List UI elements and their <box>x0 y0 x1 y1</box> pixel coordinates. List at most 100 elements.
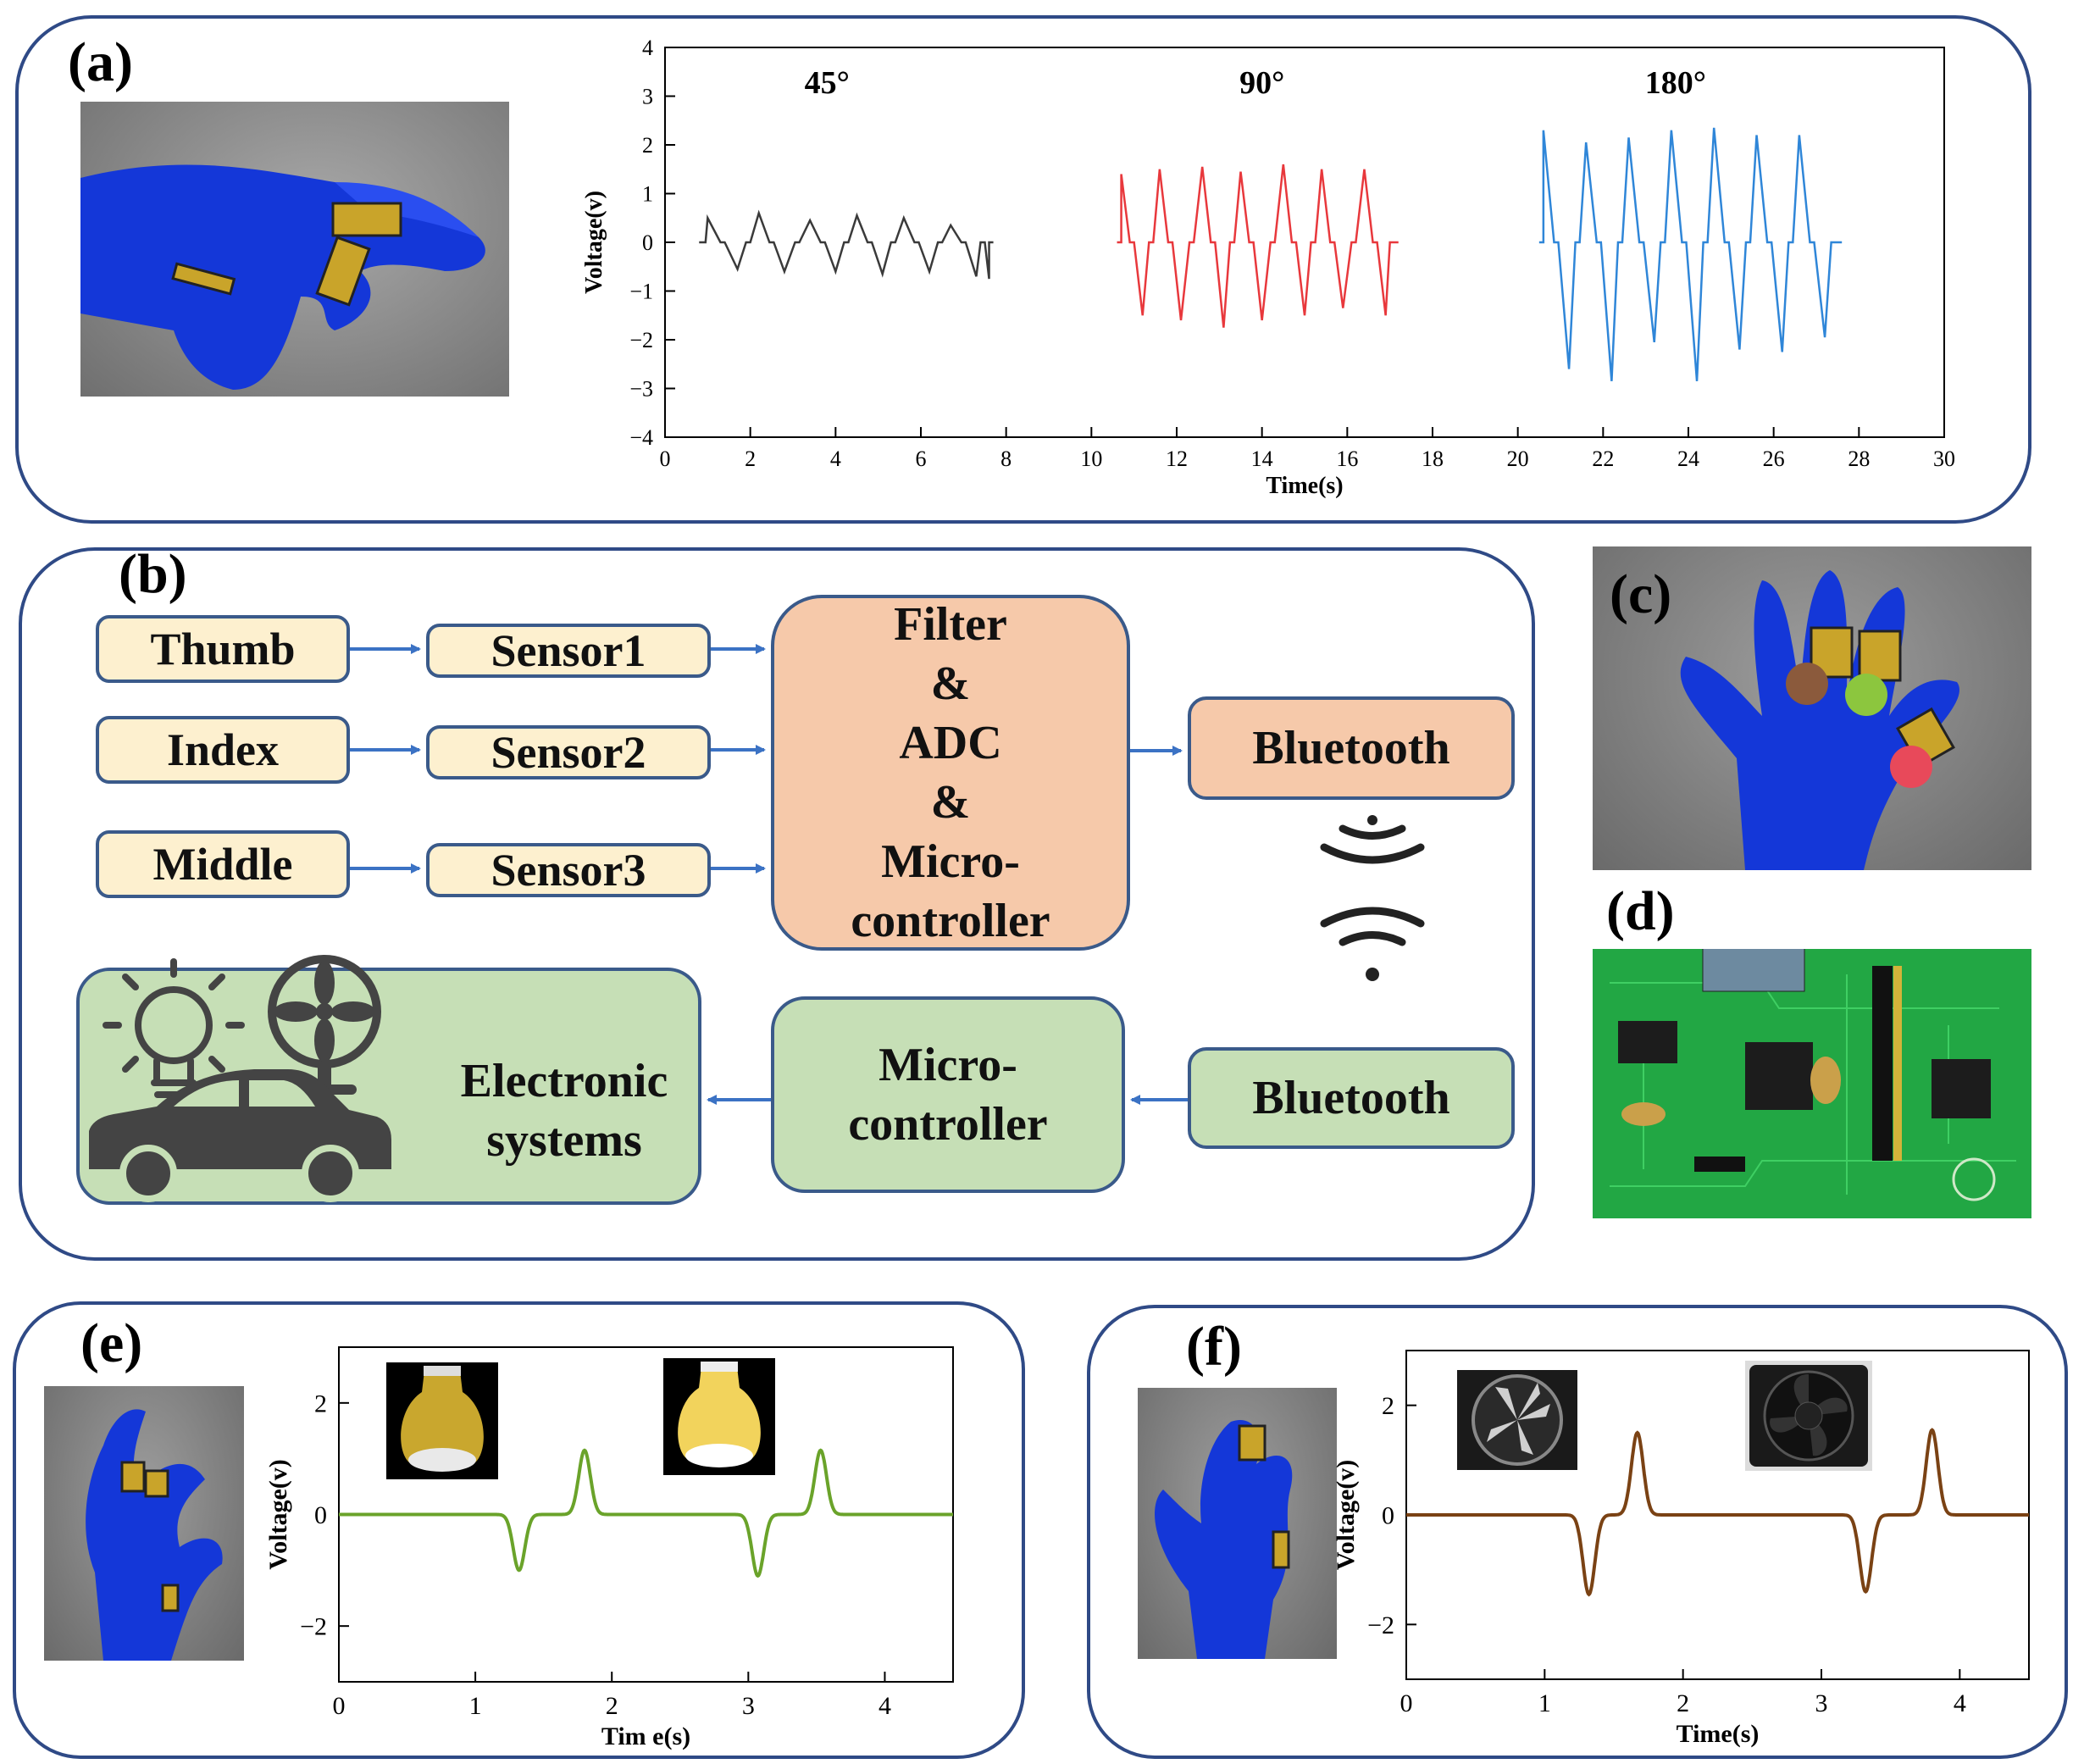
glove-pinch-image <box>86 1409 223 1661</box>
signal-line-e <box>339 1448 953 1578</box>
electronic-systems-label: Electronic systems <box>429 1051 700 1170</box>
x-axis-label: Time(s) <box>1266 473 1343 499</box>
panel-label-e: (e) <box>80 1312 143 1374</box>
y-tick-label: 0 <box>642 230 653 255</box>
x-tick-label: 16 <box>1336 447 1358 471</box>
series-label-1: 90° <box>1239 65 1284 101</box>
glove-photo-f <box>1138 1388 1337 1659</box>
microcontroller-line-1: Micro- <box>878 1039 1017 1091</box>
x-tick-label: 26 <box>1763 447 1785 471</box>
fan-stopped-photo <box>1457 1370 1577 1470</box>
processor-line-3: ADC <box>899 717 1002 769</box>
x-tick-label: 2 <box>606 1692 618 1720</box>
panel-label-f: (f) <box>1186 1316 1242 1378</box>
x-tick-label: 4 <box>1954 1689 1966 1717</box>
finger-box-thumb: Thumb <box>96 615 350 683</box>
y-tick-label: 4 <box>642 36 653 60</box>
series-line-0 <box>699 209 994 280</box>
x-tick-label: 0 <box>1400 1689 1413 1717</box>
processor-line-1: Filter <box>894 598 1007 651</box>
dot-green-marker <box>1845 674 1887 716</box>
y-tick-label: −2 <box>1367 1611 1394 1639</box>
x-tick-label: 24 <box>1677 447 1699 471</box>
y-tick-label: 0 <box>314 1501 327 1529</box>
x-tick-label: 6 <box>916 447 927 471</box>
y-tick-label: −2 <box>629 328 653 352</box>
series-label-0: 45° <box>805 65 850 101</box>
x-tick-label: 4 <box>830 447 841 471</box>
y-axis-label: Voltage(v) <box>1332 1460 1360 1571</box>
glove-photo-e <box>44 1386 244 1661</box>
x-tick-label: 0 <box>660 447 671 471</box>
y-tick-label: 2 <box>642 133 653 158</box>
x-tick-label: 18 <box>1422 447 1444 471</box>
y-tick-label: 2 <box>1382 1392 1394 1420</box>
y-tick-label: 3 <box>642 85 653 109</box>
panel-label-d: (d) <box>1606 880 1675 942</box>
processor-box: Filter & ADC & Micro- controller <box>771 595 1130 951</box>
finger-box-middle: Middle <box>96 830 350 898</box>
x-tick-label: 0 <box>333 1692 346 1720</box>
lightbulb-on-photo <box>663 1358 775 1475</box>
x-axis-label: Time(s) <box>1677 1720 1760 1748</box>
y-tick-label: −3 <box>629 377 653 402</box>
fan-spinning-photo <box>1745 1361 1872 1471</box>
electronic-line-2: systems <box>486 1114 642 1167</box>
circuit-board-image <box>1593 949 2031 1218</box>
signal-line-f <box>1406 1428 2029 1597</box>
y-axis-label: Voltage(v) <box>264 1459 292 1570</box>
y-tick-label: 0 <box>1382 1502 1394 1530</box>
microcontroller-line-2: controller <box>848 1098 1048 1151</box>
y-tick-label: 2 <box>314 1390 327 1417</box>
x-tick-label: 3 <box>1815 1689 1828 1717</box>
x-tick-label: 2 <box>745 447 756 471</box>
x-tick-label: 22 <box>1592 447 1614 471</box>
processor-line-2: & <box>930 657 971 710</box>
x-axis-label: Tim e(s) <box>601 1722 690 1750</box>
glove-bending-image <box>80 164 485 390</box>
y-tick-label: 1 <box>642 182 653 207</box>
wireless-signal-icon <box>1320 815 1425 981</box>
sensor-box-3: Sensor3 <box>426 843 711 897</box>
dot-brown-marker <box>1786 663 1828 705</box>
series-line-1 <box>1117 164 1399 328</box>
electronic-line-1: Electronic <box>460 1055 668 1107</box>
processor-line-6: controller <box>851 895 1050 947</box>
bluetooth-rx-box: Bluetooth <box>1188 1047 1515 1149</box>
sensor-box-2: Sensor2 <box>426 725 711 779</box>
x-tick-label: 8 <box>1000 447 1012 471</box>
finger-box-index: Index <box>96 716 350 784</box>
x-tick-label: 3 <box>742 1692 755 1720</box>
y-tick-label: −1 <box>629 280 653 304</box>
x-tick-label: 20 <box>1507 447 1529 471</box>
x-tick-label: 28 <box>1848 447 1870 471</box>
x-tick-label: 2 <box>1677 1689 1689 1717</box>
microcontroller-box: Micro- controller <box>771 996 1125 1193</box>
sensor-box-1: Sensor1 <box>426 624 711 678</box>
dot-red-marker <box>1890 746 1932 788</box>
glove-photo-a <box>80 102 509 397</box>
glove-open-hand-image <box>1680 570 1959 870</box>
x-tick-label: 1 <box>1538 1689 1551 1717</box>
series-label-2: 180° <box>1645 65 1706 101</box>
x-tick-label: 12 <box>1166 447 1188 471</box>
y-tick-label: −4 <box>629 425 653 450</box>
x-tick-label: 10 <box>1080 447 1102 471</box>
series-line-2 <box>1538 127 1843 381</box>
y-axis-label: Voltage(v) <box>581 191 607 294</box>
x-tick-label: 30 <box>1933 447 1955 471</box>
processor-line-5: Micro- <box>881 835 1020 888</box>
x-tick-label: 4 <box>878 1692 891 1720</box>
panel-label-b: (b) <box>119 543 187 605</box>
glove-photo-c <box>1593 546 2031 870</box>
lightbulb-off-photo <box>386 1362 498 1479</box>
processor-line-4: & <box>930 776 971 829</box>
circuit-board-photo <box>1593 949 2031 1218</box>
panel-label-c: (c) <box>1610 563 1672 625</box>
panel-label-a: (a) <box>68 31 133 93</box>
glove-gesture-image <box>1155 1420 1293 1659</box>
x-tick-label: 14 <box>1251 447 1273 471</box>
